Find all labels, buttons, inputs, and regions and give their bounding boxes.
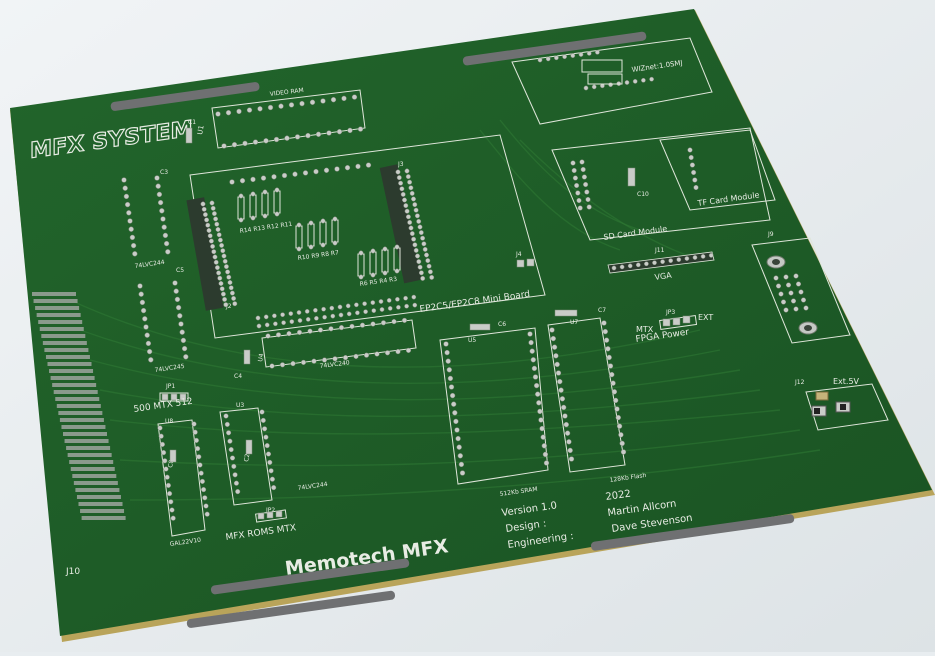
chip-74lvc240: 74LVC240 U4 C4	[234, 317, 417, 380]
u3-chip: U3 C2 74LVC244	[219, 402, 328, 506]
pcb-board	[10, 9, 932, 636]
label-c8: C8	[167, 459, 175, 468]
label-ext-jp3: EXT	[698, 313, 713, 322]
label-u5: U5	[468, 337, 476, 344]
label-j4: J4	[515, 251, 522, 258]
vga-db15-connector: J9	[751, 231, 851, 344]
copper-traces	[69, 119, 821, 501]
board-tabs	[110, 31, 795, 628]
resistor-arrays	[237, 187, 401, 280]
label-u7: U7	[570, 319, 578, 326]
label-gal: GAL22V10	[169, 537, 201, 548]
label-c6-top: C6	[498, 321, 506, 328]
label-jp1: JP1	[165, 383, 175, 390]
label-c4: C4	[234, 373, 242, 380]
label-j9: J9	[767, 231, 774, 238]
label-jp3: JP3	[665, 309, 675, 316]
label-ic-74lvc244-a: 74LVC244	[134, 259, 165, 270]
gal-chip: U8 C8 GAL22V10	[157, 418, 206, 548]
label-ic-74lvc240: 74LVC240	[319, 359, 350, 370]
lower-chip-pads	[157, 409, 277, 521]
label-j3: J3	[397, 161, 404, 168]
edge-connector-fingers	[32, 292, 126, 520]
label-c10: C10	[637, 191, 649, 198]
label-c7: C7	[598, 307, 606, 314]
label-u4: U4	[257, 353, 265, 362]
label-j12: J12	[794, 379, 805, 386]
left-chips	[121, 175, 189, 363]
vga-header: J11 VGA	[607, 247, 715, 282]
memory-chip-pads	[443, 320, 627, 476]
label-u1: U1	[196, 125, 206, 136]
label-ic-74lvc245: 74LVC245	[154, 363, 185, 374]
video-ram-chip: VIDEO RAM U1 C1	[185, 87, 372, 185]
label-c3: C3	[160, 169, 168, 176]
label-u3: U3	[236, 402, 244, 409]
label-ext5v: Ext.5V	[833, 377, 860, 386]
label-j2: J2	[225, 303, 232, 310]
label-ic-74lvc244-b: 74LVC244	[297, 481, 328, 492]
edge-connector-ref: J10	[65, 567, 80, 577]
label-jp2: JP2	[265, 507, 275, 514]
label-video-ram: VIDEO RAM	[269, 87, 304, 98]
label-c1: C1	[188, 119, 196, 126]
label-c2: C2	[243, 453, 251, 462]
ext5v-connector: J12 Ext.5V	[794, 377, 889, 431]
label-u8: U8	[165, 418, 173, 425]
board-year: 2022	[605, 489, 632, 503]
label-mtx-jp3: MTX	[636, 325, 654, 334]
label-j11: J11	[654, 247, 665, 254]
label-vga: VGA	[654, 271, 673, 282]
label-c5: C5	[176, 267, 184, 274]
